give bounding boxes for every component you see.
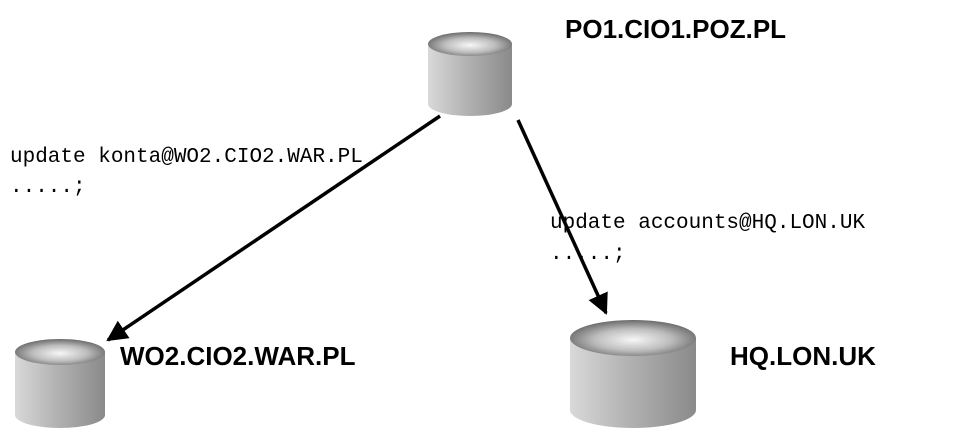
arrow-to-warsaw <box>106 114 441 342</box>
source-database-icon <box>428 32 512 116</box>
warsaw-statement-line2: .....; <box>10 176 86 199</box>
london-statement-line2: .....; <box>550 243 626 266</box>
warsaw-database-label: WO2.CIO2.WAR.PL <box>120 341 356 371</box>
arrow-to-london <box>516 119 608 315</box>
london-statement-line1: update accounts@HQ.LON.UK <box>550 212 865 235</box>
warsaw-database-icon <box>15 339 105 428</box>
warsaw-statement-line1: update konta@WO2.CIO2.WAR.PL <box>10 146 363 169</box>
source-database-label: PO1.CIO1.POZ.PL <box>565 14 786 44</box>
london-database-label: HQ.LON.UK <box>730 341 876 371</box>
london-database-icon <box>570 320 696 428</box>
